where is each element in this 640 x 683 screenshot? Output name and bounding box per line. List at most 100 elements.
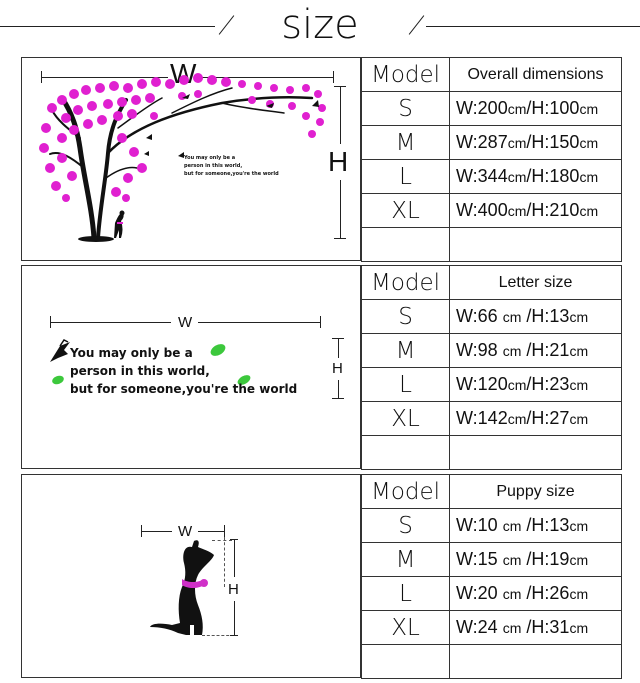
- size-cell: S: [361, 299, 450, 334]
- h-guide-dashed-bottom: [202, 635, 234, 636]
- table-header-row: Model Overall dimensions: [361, 57, 622, 92]
- h-dimension-label: H: [332, 360, 343, 377]
- w-guide-dashed-line: [224, 537, 225, 587]
- h-dimension-label: H: [328, 146, 349, 177]
- tree-illustration-panel: W H: [21, 57, 361, 261]
- w-dimension-label: W: [178, 314, 193, 331]
- w-dimension-line-left: [51, 322, 171, 323]
- h-dimension-line-top: [234, 539, 235, 577]
- empty-cell: [361, 435, 450, 470]
- dimension-cell: W:200cm/H:100cm: [449, 91, 622, 126]
- w-dimension-line-left: [142, 531, 172, 532]
- w-dimension-tick-left: [50, 316, 51, 328]
- table-header-row: Model Letter size: [361, 265, 622, 300]
- table-row: L W:344cm/H:180cm: [361, 159, 622, 194]
- dimension-cell: W:15 cm /H:19cm: [449, 542, 622, 577]
- size-cell: L: [361, 159, 450, 194]
- w-dimension-label: W: [178, 523, 193, 540]
- table-empty-row: [361, 227, 622, 262]
- dimension-cell: W:142cm/H:27cm: [449, 401, 622, 436]
- w-dimension-line-left: [42, 77, 168, 78]
- header-rule-left: [0, 26, 215, 27]
- size-cell: L: [361, 367, 450, 402]
- model-header: Model: [361, 57, 450, 92]
- h-dimension-tick-bottom: [332, 398, 344, 399]
- model-header: Model: [361, 474, 450, 509]
- table-row: XL W:400cm/H:210cm: [361, 193, 622, 228]
- letter-size-table: Model Letter size S W:66 cm /H:13cm M W:…: [361, 265, 622, 470]
- page-title: size: [281, 2, 359, 48]
- empty-cell: [449, 644, 622, 679]
- w-dimension-tick-right: [320, 316, 321, 328]
- puppy-decal-graphic: [150, 540, 214, 635]
- empty-cell: [449, 435, 622, 470]
- puppy-size-header: Puppy size: [449, 474, 622, 509]
- h-dimension-tick-bottom: [230, 635, 238, 636]
- dimension-cell: W:344cm/H:180cm: [449, 159, 622, 194]
- tree-quote-line-1: You may only be a: [184, 155, 236, 161]
- table-row: M W:287cm/H:150cm: [361, 125, 622, 160]
- size-cell: M: [361, 125, 450, 160]
- empty-cell: [361, 227, 450, 262]
- model-header: Model: [361, 265, 450, 300]
- h-dimension-line-bottom: [338, 380, 339, 398]
- tree-quote-line-3: but for someone,you're the world: [184, 171, 279, 177]
- w-dimension-tick-left: [141, 525, 142, 537]
- tree-decal-graphic: [39, 73, 326, 242]
- table-row: L W:120cm/H:23cm: [361, 367, 622, 402]
- size-cell: XL: [361, 401, 450, 436]
- w-dimension-tick-left: [41, 71, 42, 83]
- size-cell: XL: [361, 193, 450, 228]
- w-dimension-tick-right: [224, 525, 225, 537]
- puppy-size-table: Model Puppy size S W:10 cm /H:13cm M W:1…: [361, 474, 622, 679]
- w-dimension-line-right: [200, 77, 334, 78]
- size-cell: S: [361, 508, 450, 543]
- h-dimension-line-bottom: [234, 601, 235, 635]
- size-cell: XL: [361, 610, 450, 645]
- table-row: M W:98 cm /H:21cm: [361, 333, 622, 368]
- letters-illustration-panel: W H You may only be a person in this wor…: [21, 265, 361, 469]
- size-cell: M: [361, 542, 450, 577]
- table-row: S W:200cm/H:100cm: [361, 91, 622, 126]
- puppy-illustration-panel: W H: [21, 474, 361, 678]
- page-header: size: [0, 0, 640, 52]
- w-dimension-tick-right: [333, 71, 334, 83]
- h-dimension-label: H: [228, 581, 239, 598]
- overall-dimensions-table: Model Overall dimensions S W:200cm/H:100…: [361, 57, 622, 262]
- table-empty-row: [361, 435, 622, 470]
- table-header-row: Model Puppy size: [361, 474, 622, 509]
- dimension-cell: W:66 cm /H:13cm: [449, 299, 622, 334]
- w-dimension-line-right: [198, 322, 320, 323]
- size-cell: S: [361, 91, 450, 126]
- size-cell: L: [361, 576, 450, 611]
- table-row: S W:66 cm /H:13cm: [361, 299, 622, 334]
- letters-decal-graphic: [50, 339, 251, 385]
- dimension-cell: W:120cm/H:23cm: [449, 367, 622, 402]
- h-dimension-line-top: [340, 86, 341, 144]
- dimension-cell: W:98 cm /H:21cm: [449, 333, 622, 368]
- table-row: XL W:142cm/H:27cm: [361, 401, 622, 436]
- overall-dimensions-header: Overall dimensions: [449, 57, 622, 92]
- h-dimension-line-top: [338, 338, 339, 358]
- letter-size-header: Letter size: [449, 265, 622, 300]
- h-dimension-tick-bottom: [334, 238, 346, 239]
- w-dimension-line-right: [198, 531, 224, 532]
- h-guide-dashed-top: [212, 540, 232, 541]
- dimension-cell: W:24 cm /H:31cm: [449, 610, 622, 645]
- header-rule-right: [426, 26, 640, 27]
- table-row: L W:20 cm /H:26cm: [361, 576, 622, 611]
- letters-quote-line-1: You may only be a: [70, 346, 193, 360]
- size-cell: M: [361, 333, 450, 368]
- table-row: M W:15 cm /H:19cm: [361, 542, 622, 577]
- tree-quote-line-2: person in this world,: [184, 163, 243, 169]
- table-empty-row: [361, 644, 622, 679]
- table-row: S W:10 cm /H:13cm: [361, 508, 622, 543]
- empty-cell: [361, 644, 450, 679]
- dimension-cell: W:10 cm /H:13cm: [449, 508, 622, 543]
- dimension-cell: W:20 cm /H:26cm: [449, 576, 622, 611]
- letters-quote-line-2: person in this world,: [70, 364, 210, 378]
- dimension-cell: W:400cm/H:210cm: [449, 193, 622, 228]
- letters-quote-line-3: but for someone,you're the world: [70, 382, 298, 396]
- h-dimension-line-bottom: [340, 180, 341, 238]
- table-row: XL W:24 cm /H:31cm: [361, 610, 622, 645]
